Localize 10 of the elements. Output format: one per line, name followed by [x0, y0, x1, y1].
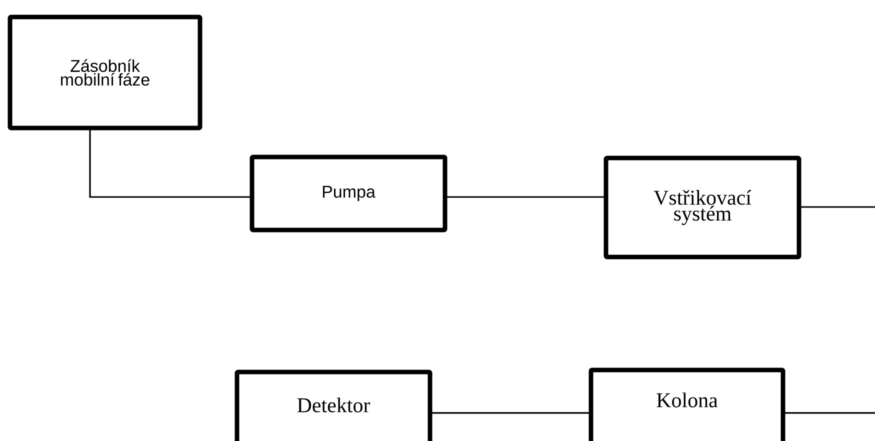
process-box: Pumpa	[250, 154, 448, 232]
process-box: Kolona	[588, 368, 786, 441]
process-box: Vstřikovací systém	[604, 156, 802, 260]
connector-line	[89, 128, 252, 198]
process-box: Detektor	[234, 370, 432, 441]
connector-line	[430, 412, 591, 414]
connector-line	[783, 412, 875, 414]
process-box: Zásobník mobilní fáze	[8, 14, 202, 130]
connector-line	[799, 206, 875, 208]
connector-line	[445, 196, 606, 198]
